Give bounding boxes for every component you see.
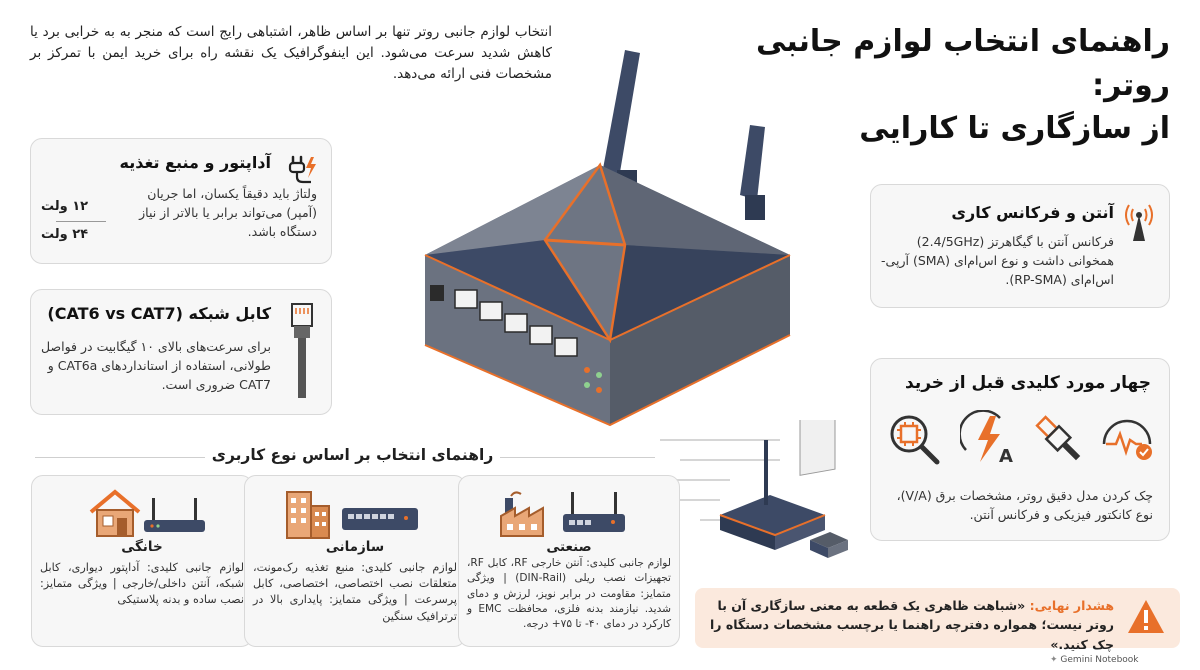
checklist-card: چهار مورد کلیدی قبل از خرید چک کردن مدل …	[870, 358, 1170, 541]
usage-card-office: سازمانی لوازم جانبی کلیدی: منبع تغذیه رک…	[244, 475, 466, 647]
small-router-illustration	[660, 420, 848, 558]
factory-icon	[500, 491, 544, 537]
chip-inspect-icon	[885, 410, 943, 468]
usage-card-industrial: صنعتی لوازم جانبی کلیدی: آنتن خارجی RF، …	[458, 475, 680, 647]
warning-label: هشدار نهایی:	[1029, 598, 1114, 613]
footer-text: Gemini Notebook	[1060, 655, 1139, 665]
power-plug-icon	[285, 151, 319, 185]
adapter-card: آداپتور و منبع تغذیه ولتاژ باید دقیقاً ی…	[30, 138, 332, 264]
intro-text: انتخاب لوازم جانبی روتر تنها بر اساس ظاه…	[30, 24, 552, 82]
usage-home-name: خانگی	[121, 539, 163, 555]
antenna-card: آنتن و فرکانس کاری فرکانس آنتن با گیگاهر…	[870, 184, 1170, 308]
usage-industrial-name: صنعتی	[546, 539, 592, 555]
title-line-1: راهنمای انتخاب لوازم جانبی روتر:	[756, 24, 1170, 103]
antenna-signal-icon	[1121, 199, 1157, 243]
usage-header-line-left	[35, 457, 205, 458]
adapter-volt-1: ۱۲ ولت	[41, 199, 89, 214]
home-router-icon	[144, 498, 205, 532]
volt-separator	[56, 221, 106, 222]
adapter-title: آداپتور و منبع تغذیه	[119, 153, 271, 172]
adapter-volt-2: ۲۴ ولت	[41, 227, 89, 242]
warning-text: «شباهت ظاهری یک قطعه به معنی سازگاری آن …	[710, 598, 1114, 652]
cable-title: کابل شبکه (CAT6 vs CAT7)	[47, 304, 271, 323]
antenna-title: آنتن و فرکانس کاری	[951, 203, 1114, 222]
office-building-icon	[286, 491, 330, 539]
industrial-router-icon	[563, 492, 625, 532]
checklist-body: چک کردن مدل دقیق روتر، مشخصات برق (V/A)،…	[896, 488, 1153, 522]
svg-text:A: A	[999, 446, 1013, 467]
connector-icon	[1030, 410, 1088, 468]
title-line-2: از سازگاری تا کارایی	[859, 111, 1170, 146]
usage-office-name: سازمانی	[325, 539, 385, 555]
signal-check-icon	[1098, 410, 1156, 468]
router-illustration	[424, 50, 791, 427]
ethernet-cable-icon	[287, 302, 317, 406]
house-icon	[89, 489, 141, 537]
brand-icon: ✦	[1050, 655, 1058, 665]
usage-header-line-right	[500, 457, 655, 458]
antenna-body: فرکانس آنتن با گیگاهرتز (2.4/5GHz) همخوا…	[881, 234, 1114, 287]
warning-triangle-icon	[1128, 600, 1164, 633]
usage-card-home: خانگی لوازم جانبی کلیدی: آداپتور دیواری،…	[31, 475, 253, 647]
checklist-title: چهار مورد کلیدی قبل از خرید	[905, 373, 1151, 393]
final-warning: هشدار نهایی: «شباهت ظاهری یک قطعه به معن…	[695, 588, 1180, 652]
usage-home-text: لوازم جانبی کلیدی: آداپتور دیواری، کابل …	[40, 561, 244, 607]
adapter-body: ولتاژ باید دقیقاً یکسان، اما جریان (آمپر…	[139, 186, 317, 239]
cable-body: برای سرعت‌های بالای ۱۰ گیگابیت در فواصل …	[41, 339, 271, 392]
usage-industrial-text: لوازم جانبی کلیدی: آنتن خارجی RF، کابل R…	[467, 557, 672, 631]
cable-card: کابل شبکه (CAT6 vs CAT7) برای سرعت‌های ب…	[30, 289, 332, 415]
page-title: راهنمای انتخاب لوازم جانبی روتر: از سازگ…	[690, 20, 1170, 151]
usage-office-text: لوازم جانبی کلیدی: منبع تغذیه رک‌مونت، م…	[253, 561, 457, 623]
footer-brand: ✦ Gemini Notebook	[1050, 655, 1139, 665]
usage-header: راهنمای انتخاب بر اساس نوع کاربری	[211, 446, 494, 464]
rack-switch-icon	[342, 508, 418, 530]
power-va-icon: A	[958, 409, 1018, 468]
